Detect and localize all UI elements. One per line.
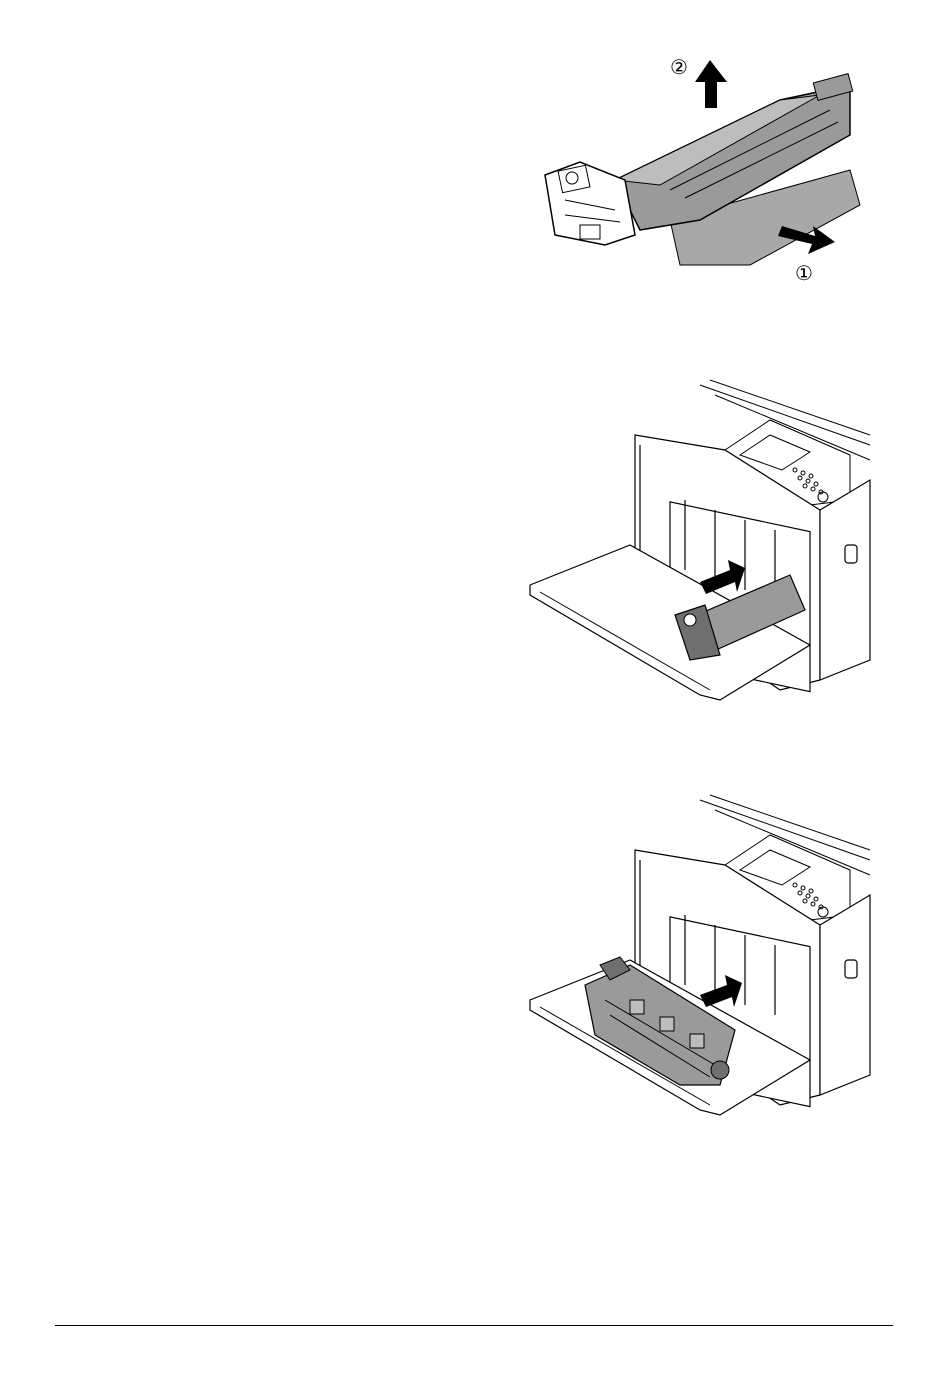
imaging-unit-insertion-illustration xyxy=(520,370,950,710)
callout-2: ② xyxy=(670,55,688,79)
callout-1: ① xyxy=(795,261,813,285)
footer-rule xyxy=(55,1325,893,1326)
imaging-unit-end-cap xyxy=(545,162,635,245)
imaging-unit-cover-removal-illustration: ② ① xyxy=(520,40,920,300)
waste-toner-bottle-insertion-illustration xyxy=(520,785,950,1125)
lift-arrow-icon xyxy=(695,60,727,108)
